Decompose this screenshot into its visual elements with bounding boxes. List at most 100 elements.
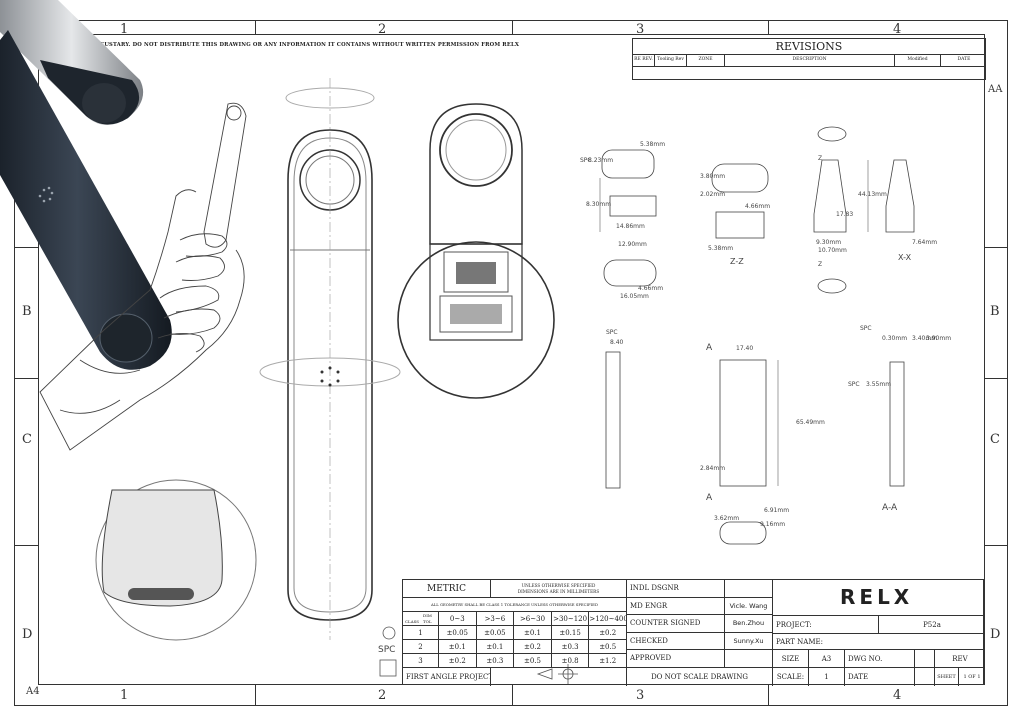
hand-sketch [39,102,247,451]
zone-col-4-bottom: 4 [893,688,902,703]
zone-row-c-right: C [990,432,1000,447]
device-closeup-view [95,479,257,641]
tol-class-label: CLASS [405,619,420,624]
zone-row-b-left: B [22,304,32,319]
revisions-header-row: RE REV. Tooling Rev ZONE DESCRIPTION Mod… [633,54,985,67]
dim-label: 7.64mm [912,239,937,246]
spc-mark: SPC [860,325,872,332]
rev-header-description: DESCRIPTION [725,54,895,66]
tol-class: 3 [403,654,439,668]
tol-tol-label: TOL [423,619,432,624]
rev-header-modified: Modified [895,54,941,66]
dim-label: 10.70mm [818,247,847,254]
tol-value: ±0.05 [476,626,515,640]
geometry-note: ALL GEOMETRY SHALL BE CLASS 1 TOLERANCE … [403,598,627,612]
scale-value: 1 [809,668,845,686]
dim-label: 5.38mm [708,245,733,252]
spc-mark: SPC [580,157,592,164]
project-label: PROJECT: [773,616,879,634]
project-value: P52a [879,616,985,634]
tick [512,20,513,34]
dim-label: 9.30mm [816,239,841,246]
role-label: INDL DSGNR [627,580,725,598]
view-mark-a: A [706,493,713,503]
tol-class: 1 [403,626,439,640]
dim-label: 17.83 [836,211,853,218]
date-label: DATE [845,668,915,686]
rev-header-re: RE REV. [633,54,655,66]
sheet-label: SHEET [935,668,959,686]
tick [985,247,1008,248]
spc-mark: SPC [378,645,395,655]
zone-row-d-right: D [990,627,1001,642]
relx-logo: RELX [840,585,914,609]
sheet-value: 1 OF 1 [963,674,981,680]
zone-col-3-bottom: 3 [636,688,645,703]
role-label: CHECKED [627,632,725,651]
tol-value: ±0.1 [476,640,515,654]
scale-label: SCALE: [773,668,809,686]
device-render-main [0,30,172,370]
dim-label: 6.91mm [764,507,789,514]
tick [14,247,38,248]
tick [768,685,769,706]
zone-col-1-bottom: 1 [120,688,129,703]
unless-note: UNLESS OTHERWISE SPECIFIED DIMENSIONS AR… [491,580,627,598]
dim-label: 4.66mm [745,203,770,210]
role-name [725,580,773,598]
tol-value: ±0.2 [589,626,627,640]
size-label: SIZE [773,650,809,668]
tol-value: ±0.1 [514,626,552,640]
do-not-scale-label: DO NOT SCALE DRAWING [627,668,773,686]
tol-value: ±0.05 [439,626,477,640]
device-section-view [397,103,555,399]
tol-value: ±0.5 [514,654,552,668]
tick [512,685,513,706]
first-angle-label: FIRST ANGLE PROJECTION [403,668,491,686]
tol-value: ±0.1 [439,640,477,654]
view-mark-z: Z [818,155,822,162]
tol-corner: DIM TOL CLASS [403,612,439,626]
view-label-xx: X-X [898,253,912,262]
dim-label: 0.30mm [882,335,907,342]
dim-label: 5.38mm [640,141,665,148]
rev-label: REV [935,650,985,668]
tol-value: ±0.15 [551,626,590,640]
view-mark-a: A [706,343,713,353]
tol-class: 2 [403,640,439,654]
tol-value: ±0.2 [439,654,477,668]
dim-label: 12.90mm [618,241,647,248]
dim-label: 3.80mm [700,173,725,180]
tol-value: ±0.2 [514,640,552,654]
dim-label: 8.30mm [586,201,611,208]
tol-header: >120~400 [589,612,627,626]
title-block: METRIC UNLESS OTHERWISE SPECIFIED DIMENS… [402,579,985,686]
zone-row-d-left: D [22,627,33,642]
dim-label: 44.13mm [858,191,887,198]
zone-col-2-top: 2 [378,22,387,37]
zone-row-c-left: C [22,432,32,447]
role-name: Sunny.Xu [725,632,773,651]
projection-symbol-cell [491,668,627,686]
zone-corner-a4: A4 [26,686,40,697]
date-value [915,668,935,686]
rev-header-zone: ZONE [687,54,725,66]
dim-label: 16.05mm [620,293,649,300]
metric-label: METRIC [403,580,491,598]
dim-label: 17.40 [736,345,753,352]
tol-value: ±0.8 [551,654,590,668]
dim-label: 8.40 [610,339,624,346]
tick [14,545,38,546]
tick [255,685,256,706]
dim-label: 3.40mm [912,335,937,342]
size-value: A3 [809,650,845,668]
dim-label: 8.23mm [588,157,613,164]
zone-row-b-right: B [990,304,1000,319]
confidentiality-notice: CUSTARY. DO NOT DISTRIBUTE THIS DRAWING … [100,42,520,48]
role-name: Ben.Zhou [725,615,773,633]
dim-label: 3.62mm [714,515,739,522]
dim-label: 3.55mm [866,381,891,388]
sheet-outer-border [14,20,1008,706]
technical-detail-views [599,126,915,545]
